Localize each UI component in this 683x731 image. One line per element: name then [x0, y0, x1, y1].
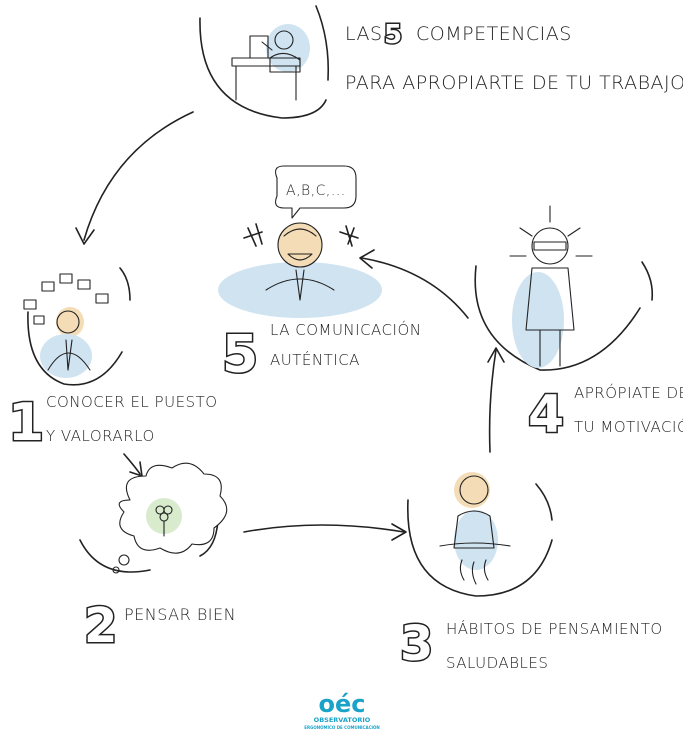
oec-logo: oéc OBSERVATORIO ERGONÓMICO DE COMUNICAC… [304, 690, 380, 730]
arrow-step2-to-step3 [243, 524, 405, 533]
step4-number: 4 [528, 385, 564, 445]
step1-line1: CONOCER EL PUESTO [46, 393, 218, 411]
step4-line1: APRÓPIATE DE [574, 383, 683, 402]
step1-line2: Y VALORARLO [46, 427, 155, 445]
title: LAS 5 COMPETENCIAS PARA APROPIARTE DE TU… [345, 19, 683, 95]
step3-label: 3 HÁBITOS DE PENSAMIENTO SALUDABLES [399, 615, 663, 674]
title-line1-prefix: LAS [345, 23, 383, 45]
arrow-title-to-step1 [83, 111, 194, 241]
arrow-step1-to-step2 [123, 453, 141, 475]
step3-number: 3 [400, 616, 433, 672]
step4-label: 4 APRÓPIATE DE TU MOTIVACIÓN [527, 383, 683, 447]
step3-vignette [407, 472, 553, 597]
title-line1-suffix: COMPETENCIAS [416, 23, 572, 45]
title-line2: PARA APROPIARTE DE TU TRABAJO [345, 72, 683, 94]
step1-number: 1 [8, 393, 44, 453]
step2-label: 2 PENSAR BIEN [83, 597, 236, 656]
step4-line2: TU MOTIVACIÓN [574, 417, 683, 436]
title-number: 5 [384, 20, 402, 50]
step5-number: 5 [222, 325, 258, 385]
step3-line2: SALUDABLES [446, 654, 548, 672]
logo-tagline: ERGONÓMICO DE COMUNICACIÓN [304, 725, 380, 730]
step2-vignette [79, 462, 228, 574]
step5-vignette: A,B,C,... [218, 165, 382, 318]
step2-line1: PENSAR BIEN [124, 605, 236, 624]
step4-vignette [474, 205, 654, 371]
logo-name: OBSERVATORIO [314, 716, 371, 724]
step5-line2: AUTÉNTICA [270, 350, 360, 369]
step5-label: 5 LA COMUNICACIÓN AUTÉNTICA [221, 320, 421, 387]
step1-label: 1 CONOCER EL PUESTO Y VALORARLO [7, 392, 218, 455]
logo-wordmark: oéc [319, 690, 366, 718]
speech-bubble-text: A,B,C,... [286, 183, 346, 199]
step5-line1: LA COMUNICACIÓN [270, 320, 421, 339]
cycle-arrows [75, 111, 505, 541]
desk-vignette [199, 5, 330, 119]
step2-number: 2 [84, 598, 117, 654]
step3-line1: HÁBITOS DE PENSAMIENTO [446, 619, 663, 638]
step1-vignette [23, 267, 131, 386]
arrow-step3-to-step4 [488, 349, 497, 453]
arrow-step4-to-step5 [361, 257, 469, 319]
